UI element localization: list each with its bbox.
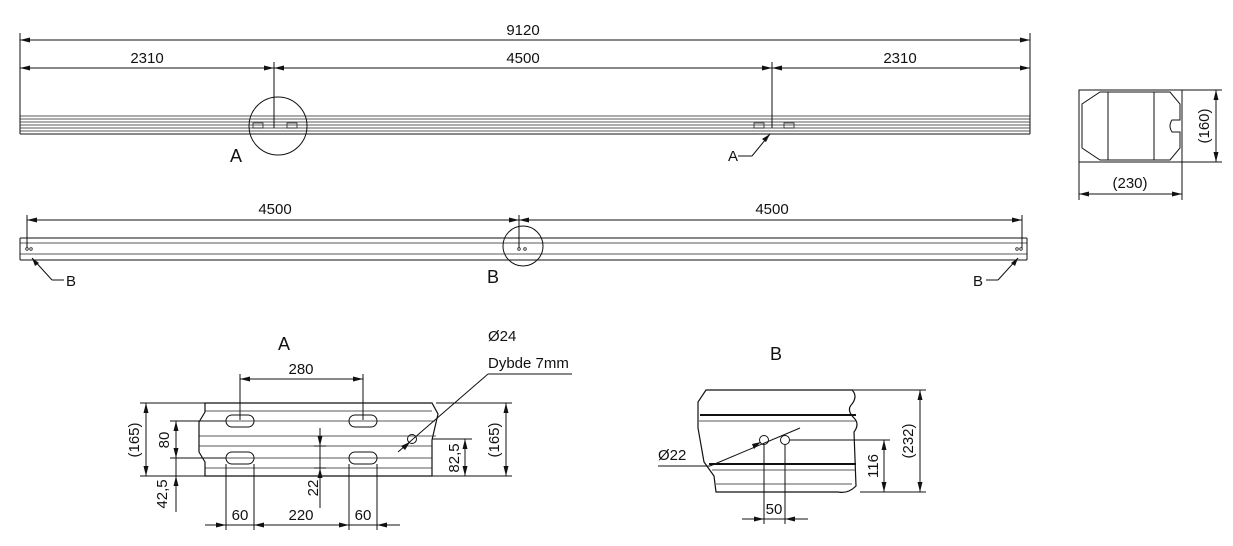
beam-side — [19, 237, 1028, 261]
detail-a-slot-gap: 220 — [288, 507, 313, 524]
detail-a-title: A — [278, 334, 290, 354]
detail-a-hole-height: 82,5 — [446, 443, 463, 472]
detail-b-title: B — [770, 344, 782, 364]
detail-b-hole-dia: Ø22 — [658, 447, 686, 464]
dim-middle-label: 4500 — [506, 50, 539, 67]
dim-side-left-label: 4500 — [258, 201, 291, 218]
detail-a-hole-depth: Dybde 7mm — [488, 355, 569, 372]
dimension-segments: 2310 4500 2310 — [20, 50, 1030, 128]
dim-left-label: 2310 — [130, 50, 163, 67]
callout-b-left: B — [31, 257, 76, 290]
detail-b-hole-spacing: 50 — [766, 501, 783, 518]
svg-text:B: B — [66, 273, 76, 290]
detail-b-body — [697, 389, 858, 493]
detail-a-slot-width-left: 60 — [232, 507, 249, 524]
top-view: 9120 2310 4500 2310 A A — [19, 22, 1031, 166]
callout-b-center: B — [487, 267, 499, 287]
detail-a-height-left: (165) — [126, 422, 143, 457]
detail-a-inner-height: 80 — [156, 432, 173, 449]
svg-text:A: A — [728, 148, 738, 165]
detail-b-hole-height: 116 — [865, 454, 882, 478]
callout-a-small: A — [728, 133, 771, 165]
dim-overall-label: 9120 — [506, 22, 539, 39]
detail-a-slot-width-right: 60 — [355, 507, 372, 524]
detail-b-total-height: (232) — [900, 423, 917, 458]
detail-a-slot-spacing: 280 — [288, 361, 313, 378]
detail-b: B Ø22 116 (232) 50 — [658, 344, 926, 524]
dim-right-label: 2310 — [883, 50, 916, 67]
detail-a: A Ø24 Dybde 7mm 280 (165) — [126, 328, 572, 530]
cross-section: (160) (230) — [1078, 89, 1222, 200]
detail-circle-a — [248, 96, 308, 156]
detail-a-hole-dia: Ø24 — [488, 328, 516, 345]
detail-a-height-right: (165) — [486, 422, 503, 457]
detail-a-bottom-offset: 42,5 — [154, 479, 171, 508]
beam-top — [19, 114, 1031, 135]
callout-b-right: B — [973, 257, 1019, 290]
callout-a-big: A — [230, 146, 242, 166]
section-height-label: (160) — [1196, 108, 1213, 143]
detail-a-gap: 22 — [305, 480, 322, 497]
dimension-side: 4500 4500 — [26, 201, 1023, 248]
side-view: 4500 4500 B B B — [19, 201, 1028, 290]
dimension-overall: 9120 — [19, 22, 1031, 114]
section-width-label: (230) — [1112, 175, 1147, 192]
dim-side-right-label: 4500 — [755, 201, 788, 218]
svg-text:B: B — [973, 273, 983, 290]
detail-circle-b — [502, 225, 544, 267]
